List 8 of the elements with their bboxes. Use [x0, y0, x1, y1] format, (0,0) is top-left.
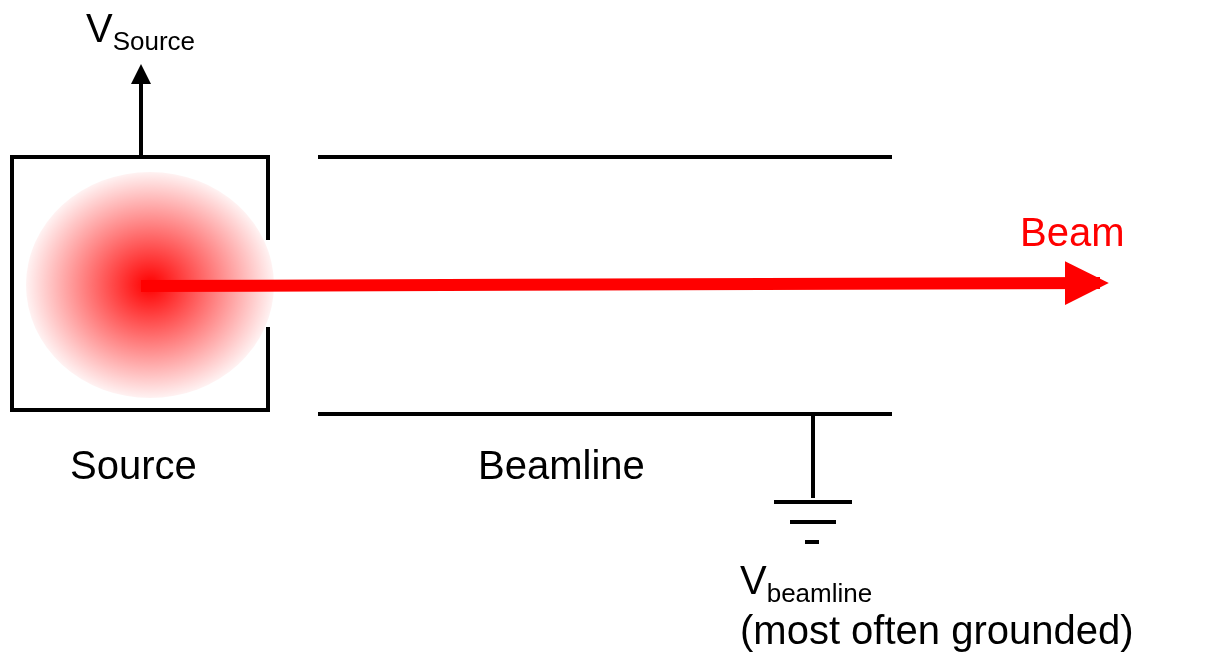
component-label: Beamline	[478, 445, 645, 485]
voltage-label: V$_{beamline}$	[740, 560, 873, 606]
note-text: (most often grounded)	[740, 610, 1134, 650]
voltage-label: V$_{Source}$	[86, 8, 196, 54]
component-label: Source	[70, 445, 197, 485]
arrow	[131, 64, 151, 155]
edge-label: Beam	[1020, 212, 1125, 252]
wire	[811, 414, 815, 498]
